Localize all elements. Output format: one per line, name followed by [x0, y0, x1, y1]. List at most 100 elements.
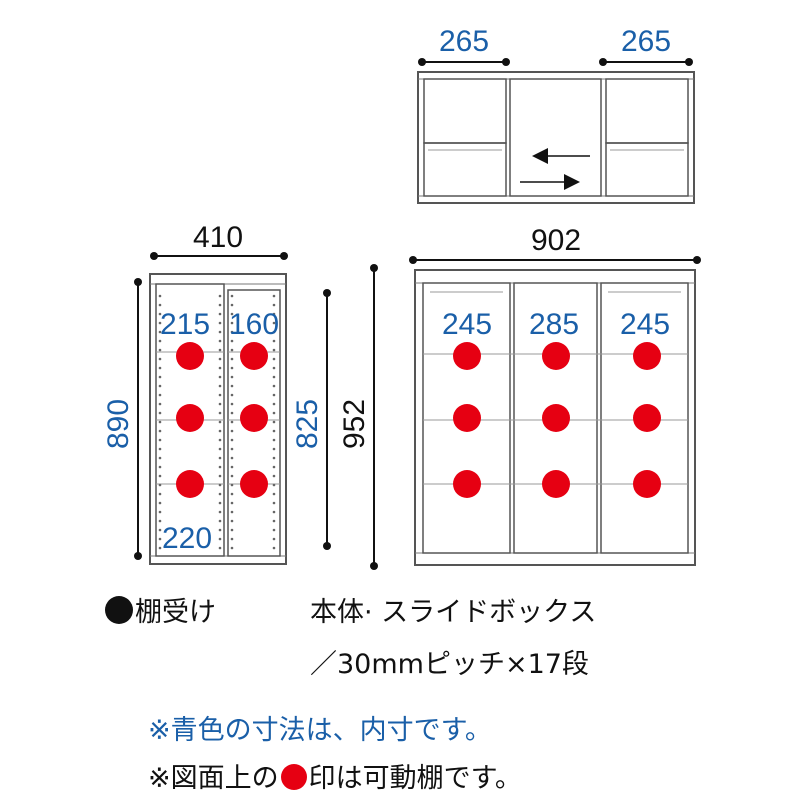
pin-hole [158, 384, 162, 388]
front-inner-right: 245 [620, 308, 670, 341]
pin-hole [230, 393, 234, 397]
pin-hole [218, 429, 222, 433]
pin-hole [218, 348, 222, 352]
pin-hole [272, 303, 276, 307]
pin-hole [218, 366, 222, 370]
pin-hole [272, 528, 276, 532]
front-right-box [600, 282, 689, 554]
pin-hole [158, 483, 162, 487]
pin-hole [272, 366, 276, 370]
pin-hole [218, 510, 222, 514]
pin-hole [158, 330, 162, 334]
pin-hole [272, 456, 276, 460]
pin-hole [272, 483, 276, 487]
side-inner-bottom: 220 [162, 522, 212, 555]
pin-hole [272, 438, 276, 442]
shelf-support-dot [240, 342, 268, 370]
shelf-support-dot [240, 404, 268, 432]
pin-hole [230, 429, 234, 433]
pin-hole [158, 303, 162, 307]
pin-hole [158, 312, 162, 316]
top-box-center [509, 78, 602, 197]
pin-hole [158, 339, 162, 343]
pin-hole [230, 492, 234, 496]
legend-shelf-support: 棚受け [105, 590, 216, 629]
pin-hole [272, 393, 276, 397]
pin-hole [158, 366, 162, 370]
pin-hole [158, 501, 162, 505]
pin-hole [230, 528, 234, 532]
shelf-support-dot [633, 470, 661, 498]
pin-hole [230, 411, 234, 415]
side-right-box [227, 289, 281, 557]
pin-hole [230, 456, 234, 460]
pin-hole [218, 537, 222, 541]
note2-prefix: ※図面上の [148, 763, 279, 794]
top-outer-frame [417, 71, 695, 204]
pin-hole [230, 330, 234, 334]
pin-hole [272, 312, 276, 316]
note-inner-dimensions: ※青色の寸法は、内寸です。 [148, 715, 492, 746]
pin-hole [230, 312, 234, 316]
pin-hole [272, 537, 276, 541]
pin-hole [218, 321, 222, 325]
top-box-right-back [605, 78, 689, 144]
pin-hole [218, 438, 222, 442]
pin-hole [272, 330, 276, 334]
pin-hole [230, 357, 234, 361]
pin-hole [230, 339, 234, 343]
slide-arrows [520, 148, 590, 190]
pin-hole [218, 492, 222, 496]
pin-hole [272, 402, 276, 406]
pin-hole [272, 339, 276, 343]
legend-spec-line1: 本体· スライドボックス [310, 597, 597, 628]
top-dim-right: 265 [621, 25, 671, 58]
side-width-dim: 410 [193, 221, 243, 254]
pin-hole [158, 348, 162, 352]
shelf-support-dot [633, 404, 661, 432]
shelf-support-dot [542, 470, 570, 498]
pin-hole [218, 330, 222, 334]
pin-hole [230, 537, 234, 541]
note-movable-shelf: ※図面上の印は可動棚です。 [148, 756, 522, 795]
pin-hole [230, 384, 234, 388]
top-view: 265 265 [417, 25, 695, 204]
pin-hole [218, 375, 222, 379]
pin-hole [272, 411, 276, 415]
pin-hole [218, 456, 222, 460]
pin-hole [230, 366, 234, 370]
pin-hole [158, 528, 162, 532]
front-width-dim: 902 [531, 224, 581, 257]
pin-hole [272, 321, 276, 325]
pin-hole [158, 447, 162, 451]
shelf-support-dot [176, 470, 204, 498]
pin-hole [230, 483, 234, 487]
pin-hole [230, 420, 234, 424]
top-box-left-back [423, 78, 507, 144]
pin-hole [230, 303, 234, 307]
top-box-left-front [423, 142, 507, 197]
front-left-box [422, 282, 511, 554]
pin-hole [158, 357, 162, 361]
pin-hole [272, 501, 276, 505]
pin-hole [272, 546, 276, 550]
pin-hole [230, 375, 234, 379]
pin-hole [218, 528, 222, 532]
shelf-support-dot [453, 342, 481, 370]
shelf-support-dot [542, 342, 570, 370]
side-view: 410 890 825 952 [102, 221, 378, 570]
side-height-outer-dim: 890 [102, 399, 135, 449]
top-box-right-front [605, 142, 689, 197]
pin-hole [158, 393, 162, 397]
black-dot-icon [105, 596, 133, 624]
pin-hole [272, 375, 276, 379]
side-inner-left: 215 [160, 308, 210, 341]
pin-hole [272, 348, 276, 352]
top-dim-left: 265 [439, 25, 489, 58]
pin-hole [230, 321, 234, 325]
front-shelf-supports [453, 342, 661, 498]
pin-hole [158, 420, 162, 424]
top-dim-dot [418, 58, 426, 66]
pin-hole [272, 447, 276, 451]
shelf-support-dot [176, 342, 204, 370]
